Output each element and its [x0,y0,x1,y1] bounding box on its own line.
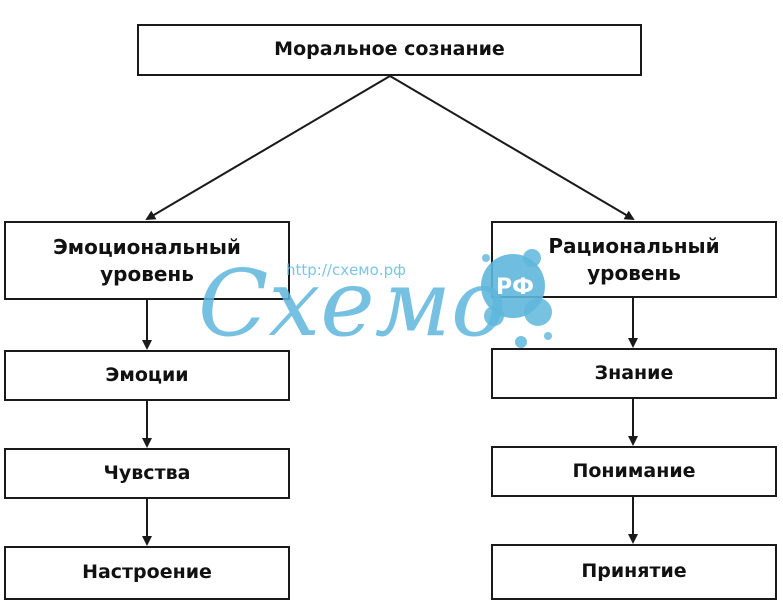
understanding-node: Понимание [491,446,777,497]
acceptance-label: Принятие [581,560,687,583]
arrow-root-to-right [389,75,635,221]
emotions-label: Эмоции [105,363,189,386]
root-node: Моральное сознание [137,24,642,76]
arrow-root-to-left [145,75,391,221]
root-label: Моральное сознание [274,38,505,61]
rational-level-node: Рациональный уровень [491,221,777,298]
acceptance-node: Принятие [491,544,777,600]
knowledge-node: Знание [491,348,777,399]
rational-level-line-2: уровень [587,260,681,285]
mood-label: Настроение [82,561,212,584]
emotional-level-node: Эмоциональный уровень [4,221,290,300]
feelings-label: Чувства [103,461,191,484]
emotional-level-line-1: Эмоциональный [53,234,241,259]
mood-node: Настроение [4,546,290,600]
emotional-level-line-2: уровень [100,261,194,286]
understanding-label: Понимание [572,459,696,482]
rational-level-line-1: Рациональный [548,233,720,258]
feelings-node: Чувства [4,448,290,499]
emotions-node: Эмоции [4,350,290,401]
knowledge-label: Знание [594,361,674,384]
